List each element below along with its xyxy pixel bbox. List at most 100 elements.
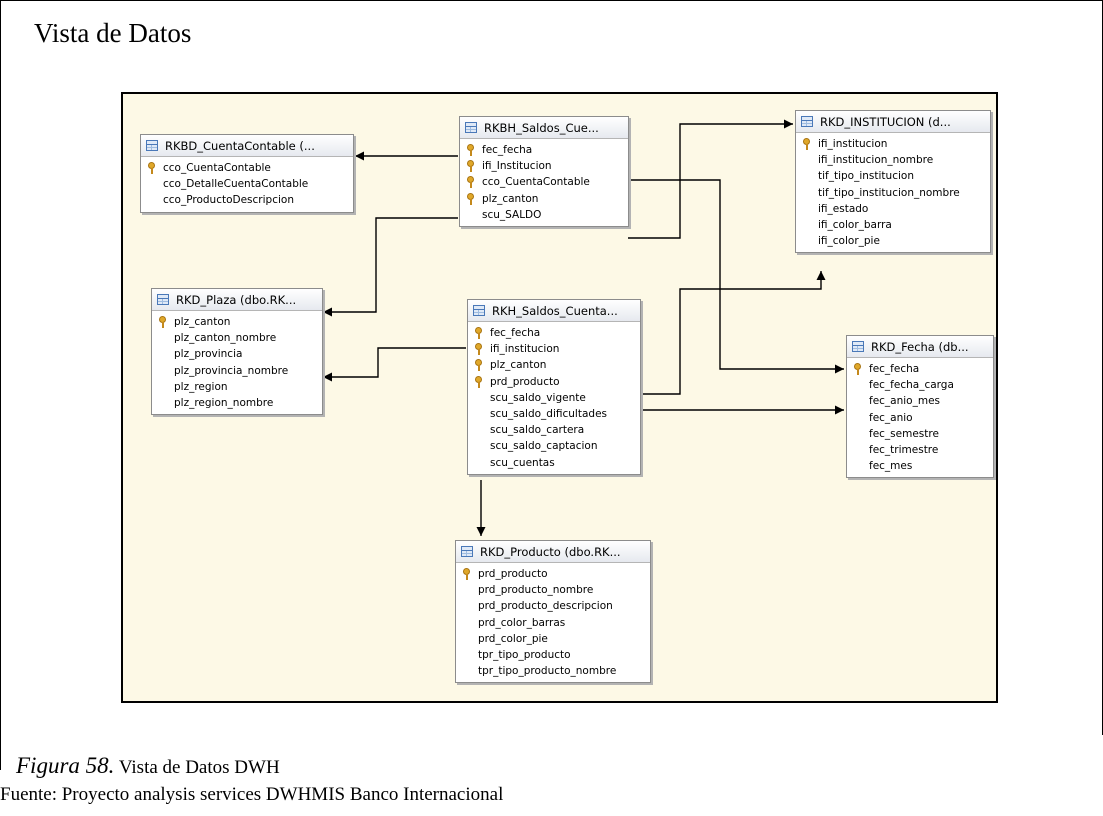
column-row[interactable]: ifi_estado — [796, 201, 990, 217]
column-row[interactable]: prd_color_pie — [456, 631, 650, 647]
column-name: fec_fecha — [869, 363, 920, 375]
table-icon — [852, 341, 864, 352]
table-saldos-cue[interactable]: RKBH_Saldos_Cue... fec_fecha ifi_Institu… — [459, 116, 629, 227]
column-name: scu_saldo_cartera — [490, 424, 585, 437]
column-row[interactable]: scu_SALDO — [460, 207, 628, 223]
column-row[interactable]: prd_producto — [456, 566, 650, 582]
column-row[interactable]: plz_canton — [460, 191, 628, 207]
column-name: ifi_institucion — [818, 138, 888, 150]
column-row[interactable]: cco_CuentaContable — [141, 160, 353, 176]
figure-text: Vista de Datos DWH — [118, 757, 280, 778]
column-name: fec_fecha — [490, 327, 541, 339]
column-row[interactable]: fec_fecha — [468, 325, 640, 341]
column-name: ifi_Institucion — [482, 160, 552, 173]
column-name: tif_tipo_institucion — [818, 170, 914, 183]
column-row[interactable]: cco_CuentaContable — [460, 174, 628, 190]
column-list: cco_CuentaContable cco_DetalleCuentaCont… — [141, 157, 353, 212]
column-row[interactable]: ifi_Institucion — [460, 158, 628, 174]
table-icon — [465, 122, 477, 133]
primary-key-icon — [474, 343, 483, 356]
column-row[interactable]: plz_provincia — [152, 346, 322, 362]
column-row[interactable]: tpr_tipo_producto — [456, 647, 650, 663]
link-saldoscue-fecha — [628, 179, 844, 374]
column-row[interactable]: ifi_institucion — [796, 136, 990, 152]
column-list: plz_canton plz_canton_nombre plz_provinc… — [152, 311, 322, 414]
column-row[interactable]: prd_producto_nombre — [456, 582, 650, 598]
column-name: plz_canton — [482, 192, 539, 205]
column-row[interactable]: fec_mes — [847, 458, 993, 474]
table-fecha[interactable]: RKD_Fecha (db... fec_fecha fec_fecha_car… — [846, 335, 994, 479]
primary-key-icon — [466, 144, 475, 156]
column-row[interactable]: tpr_tipo_producto_nombre — [456, 663, 650, 679]
table-header[interactable]: RKD_Fecha (db... — [847, 336, 993, 358]
column-row[interactable]: ifi_institucion_nombre — [796, 152, 990, 168]
column-name: plz_provincia_nombre — [174, 364, 289, 377]
column-row[interactable]: tif_tipo_institucion — [796, 168, 990, 184]
column-name: fec_mes — [869, 460, 913, 473]
table-header[interactable]: RKD_Plaza (dbo.RK... — [152, 289, 322, 311]
primary-key-icon — [474, 359, 483, 372]
table-icon — [157, 294, 169, 305]
table-title: RKD_INSTITUCION (d... — [820, 114, 951, 129]
table-saldos-cuenta[interactable]: RKH_Saldos_Cuenta... fec_fecha ifi_insti… — [467, 299, 641, 475]
column-row[interactable]: scu_saldo_vigente — [468, 390, 640, 406]
table-plaza[interactable]: RKD_Plaza (dbo.RK... plz_canton plz_cant… — [151, 288, 323, 416]
column-name: prd_color_pie — [478, 632, 548, 645]
table-header[interactable]: RKBD_CuentaContable (... — [141, 135, 353, 157]
column-row[interactable]: fec_fecha — [847, 361, 993, 377]
primary-key-icon — [474, 375, 483, 388]
column-row[interactable]: prd_producto_descripcion — [456, 598, 650, 614]
data-source-view-canvas[interactable]: RKBD_CuentaContable (... cco_CuentaConta… — [121, 92, 998, 703]
column-row[interactable]: scu_cuentas — [468, 455, 640, 471]
column-row[interactable]: plz_canton — [468, 357, 640, 373]
table-cuenta-contable[interactable]: RKBD_CuentaContable (... cco_CuentaConta… — [140, 134, 354, 213]
column-row[interactable]: cco_ProductoDescripcion — [141, 192, 353, 208]
column-row[interactable]: fec_semestre — [847, 426, 993, 442]
column-name: prd_color_barras — [478, 616, 566, 629]
column-row[interactable]: fec_fecha_carga — [847, 377, 993, 393]
column-row[interactable]: prd_color_barras — [456, 615, 650, 631]
primary-key-icon — [474, 327, 483, 339]
table-header[interactable]: RKH_Saldos_Cuenta... — [468, 300, 640, 322]
column-row[interactable]: scu_saldo_captacion — [468, 438, 640, 454]
column-list: fec_fecha ifi_institucion plz_canton prd… — [468, 322, 640, 474]
column-row[interactable]: cco_DetalleCuentaContable — [141, 176, 353, 192]
column-name: ifi_estado — [818, 202, 869, 215]
column-row[interactable]: plz_provincia_nombre — [152, 363, 322, 379]
column-name: ifi_institucion — [490, 343, 560, 356]
column-row[interactable]: prd_producto — [468, 374, 640, 390]
column-row[interactable]: scu_saldo_dificultades — [468, 406, 640, 422]
table-header[interactable]: RKD_Producto (dbo.RK... — [456, 541, 650, 563]
column-name: fec_fecha — [482, 144, 533, 156]
column-row[interactable]: scu_saldo_cartera — [468, 422, 640, 438]
column-row[interactable]: plz_region — [152, 379, 322, 395]
table-institucion[interactable]: RKD_INSTITUCION (d... ifi_institucion if… — [795, 110, 991, 254]
column-row[interactable]: ifi_color_pie — [796, 233, 990, 249]
column-row[interactable]: fec_trimestre — [847, 442, 993, 458]
table-title: RKD_Plaza (dbo.RK... — [176, 292, 297, 307]
column-row[interactable]: fec_anio — [847, 410, 993, 426]
column-name: prd_producto_nombre — [478, 584, 594, 597]
column-name: scu_saldo_vigente — [490, 391, 586, 404]
table-header[interactable]: RKD_INSTITUCION (d... — [796, 111, 990, 133]
column-row[interactable]: plz_region_nombre — [152, 395, 322, 411]
column-row[interactable]: tif_tipo_institucion_nombre — [796, 185, 990, 201]
table-producto[interactable]: RKD_Producto (dbo.RK... prd_producto prd… — [455, 540, 651, 684]
column-row[interactable]: ifi_color_barra — [796, 217, 990, 233]
column-name: scu_saldo_captacion — [490, 440, 598, 453]
column-row[interactable]: fec_fecha — [460, 142, 628, 158]
column-row[interactable]: plz_canton_nombre — [152, 330, 322, 346]
column-name: cco_CuentaContable — [482, 176, 590, 189]
table-title: RKBD_CuentaContable (... — [165, 138, 315, 153]
figure-label: Figura 58. — [16, 753, 115, 778]
column-row[interactable]: plz_canton — [152, 314, 322, 330]
primary-key-icon — [462, 568, 471, 580]
column-name: scu_SALDO — [482, 208, 542, 221]
figure-source: Fuente: Proyecto analysis services DWHMI… — [0, 784, 504, 805]
table-header[interactable]: RKBH_Saldos_Cue... — [460, 117, 628, 139]
table-title: RKD_Producto (dbo.RK... — [480, 544, 621, 559]
column-row[interactable]: fec_anio_mes — [847, 393, 993, 409]
column-row[interactable]: ifi_institucion — [468, 341, 640, 357]
column-name: fec_anio_mes — [869, 395, 941, 408]
column-name: cco_DetalleCuentaContable — [163, 178, 309, 191]
